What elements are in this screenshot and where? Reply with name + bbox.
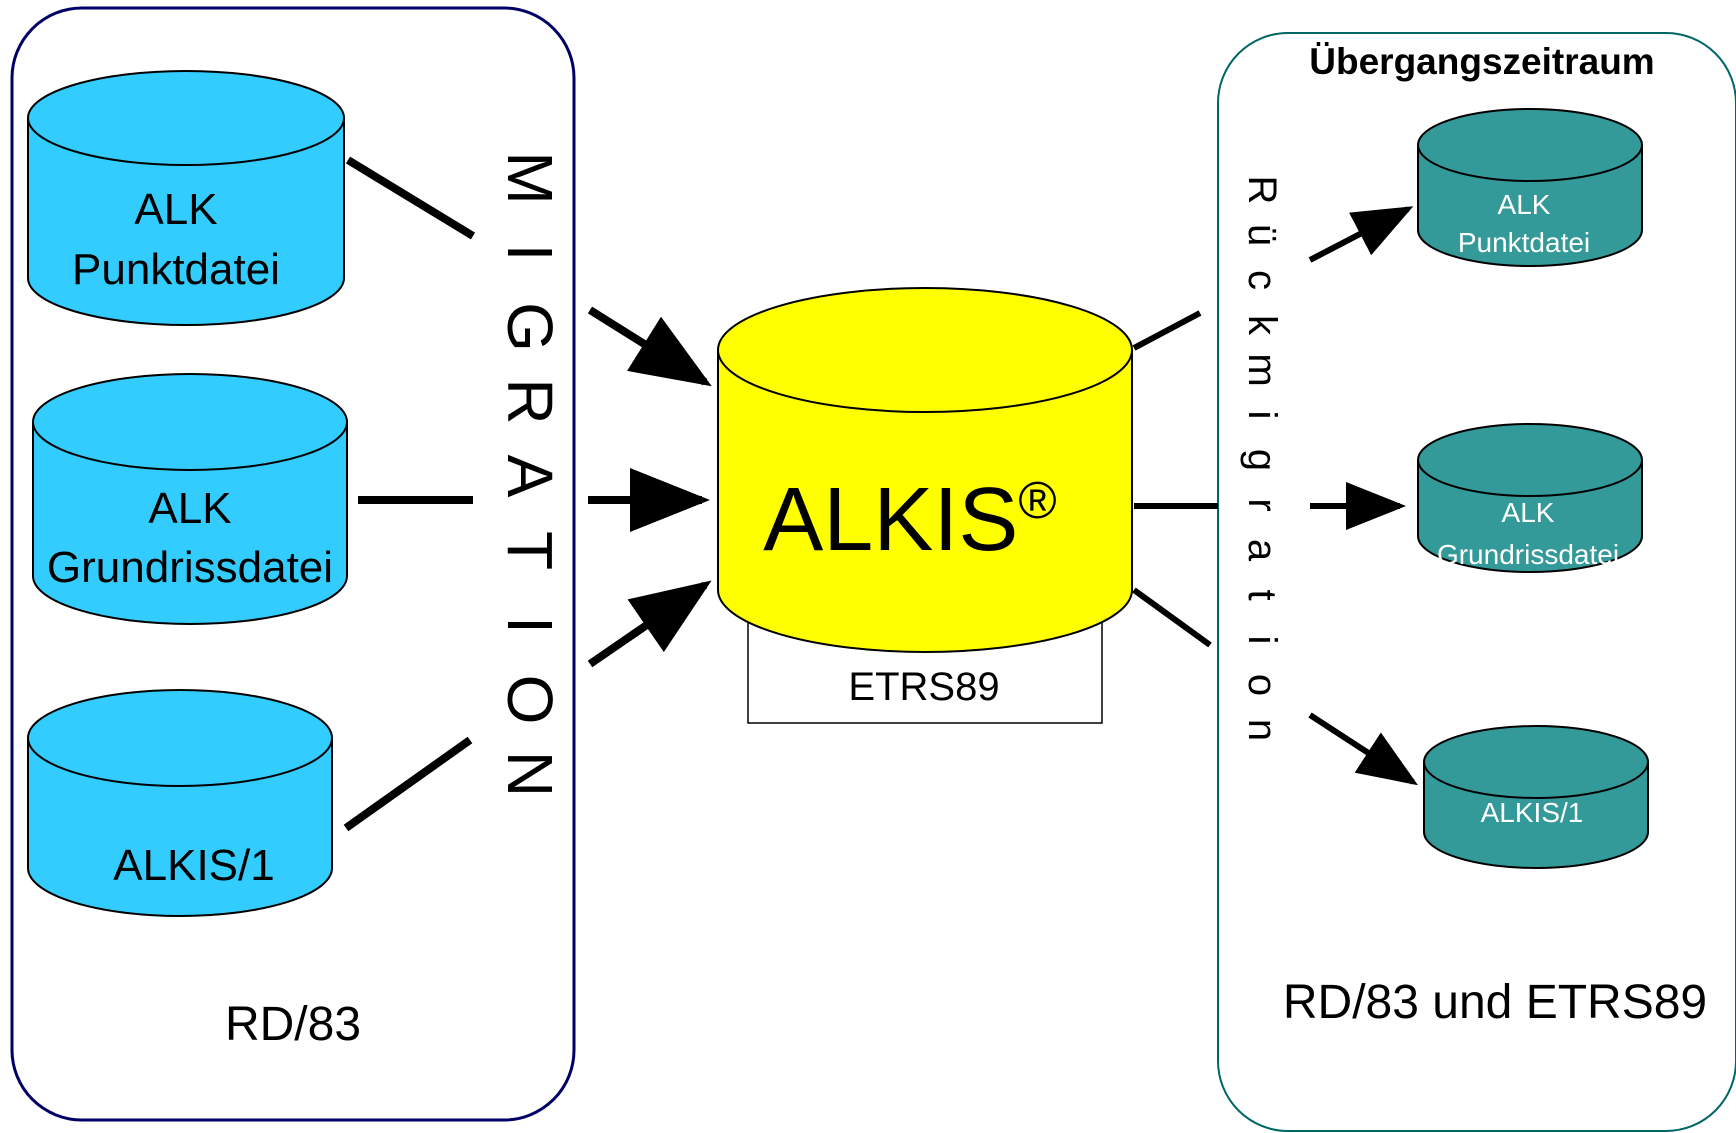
migration-letter: M (494, 151, 566, 204)
left-cylinder-grundrissdatei-line1: ALK (148, 484, 231, 533)
right-group-footer: RD/83 und ETRS89 (1283, 976, 1707, 1029)
migration-letter: A (494, 455, 566, 498)
migration-letter: I (494, 616, 566, 634)
rueckmigration-letter: i (1240, 636, 1284, 645)
rueckmigration-letter: r (1240, 498, 1284, 511)
rueckmigration-letter: o (1240, 674, 1284, 696)
connector-line-bottom-left (343, 736, 473, 832)
rueckmigration-letter: c (1240, 270, 1284, 290)
center-cylinder-label: ALKIS® (763, 470, 1056, 570)
left-cylinder-punktdatei: ALK Punktdatei (27, 70, 345, 326)
left-cylinder-alkis1: ALKIS/1 (27, 689, 333, 917)
migration-letter: O (494, 675, 566, 725)
right-cylinder-punktdatei-line1: ALK (1498, 189, 1551, 220)
arrow-bottom-right (1308, 712, 1419, 786)
right-cylinder-punktdatei: ALK Punktdatei (1417, 108, 1643, 267)
left-cylinder-alkis1-line1: ALKIS/1 (113, 841, 274, 890)
rueckmigration-letter: i (1240, 411, 1284, 420)
rueckmigration-letter: R (1240, 176, 1284, 205)
right-cylinder-grundrissdatei: ALK Grundrissdatei (1417, 423, 1643, 573)
right-cylinder-grundrissdatei-line2: Grundrissdatei (1437, 539, 1619, 570)
left-group-footer: RD/83 (225, 998, 361, 1051)
arrow-top-left (587, 306, 712, 387)
right-cylinder-alkis1-line1: ALKIS/1 (1481, 797, 1584, 828)
rueckmigration-letter: t (1240, 589, 1284, 600)
right-group-title: Übergangszeitraum (1309, 41, 1654, 82)
rueckmigration-letter: n (1240, 719, 1284, 741)
arrow-bottom-left (587, 580, 712, 668)
center-cylinder-alkis: ALKIS® (717, 287, 1133, 653)
rueckmigration-letter: a (1240, 539, 1284, 562)
left-cylinder-grundrissdatei-line2: Grundrissdatei (47, 543, 333, 592)
rueckmigration-vertical-label: Rü c km i g r a t i o n (1240, 176, 1284, 742)
rueckmigration-letter: k (1240, 315, 1284, 336)
registered-mark: ® (1018, 472, 1056, 530)
right-cylinder-alkis1: ALKIS/1 (1423, 725, 1649, 869)
rueckmigration-letter: g (1240, 449, 1284, 471)
connector-line-top-left (345, 156, 476, 240)
right-cylinder-grundrissdatei-line1: ALK (1502, 497, 1555, 528)
left-cylinder-grundrissdatei: ALK Grundrissdatei (32, 373, 348, 625)
left-cylinder-punktdatei-line2: Punktdatei (72, 245, 280, 294)
connector-line-bottom-right (1132, 587, 1212, 648)
etrs89-label: ETRS89 (848, 665, 999, 709)
left-group-frame (10, 6, 576, 1122)
migration-letter: I (494, 244, 566, 262)
alkis-label: ALKIS (763, 470, 1018, 570)
right-group-frame (1217, 32, 1736, 1132)
rueckmigration-letter: ü (1240, 224, 1284, 246)
rueckmigration-letter: m (1240, 353, 1284, 386)
right-cylinder-punktdatei-line2: Punktdatei (1458, 227, 1590, 258)
left-cylinder-punktdatei-line1: ALK (134, 185, 217, 234)
migration-letter: G (494, 302, 566, 352)
arrow-top-right (1308, 206, 1414, 263)
connector-line-top-right (1132, 310, 1202, 351)
migration-letter: R (494, 378, 566, 424)
migration-letter: N (494, 751, 566, 797)
migration-letter: T (494, 531, 566, 570)
